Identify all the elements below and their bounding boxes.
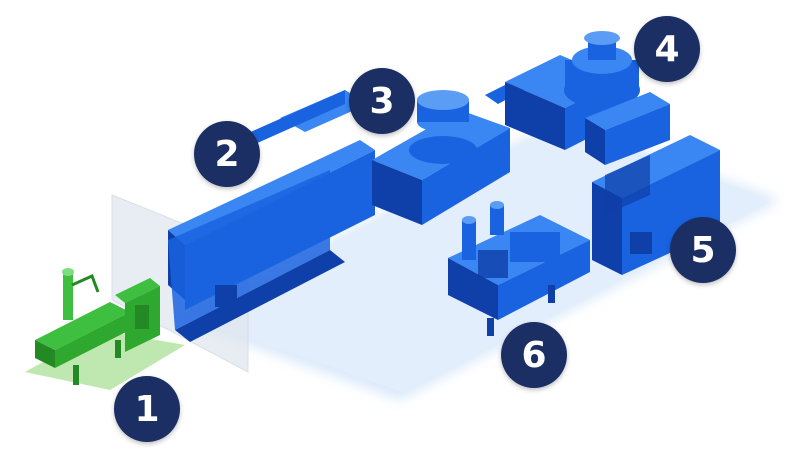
station-6-machine (448, 201, 590, 336)
station-badge-6: 6 (501, 322, 567, 388)
station-5-machine (592, 135, 720, 275)
station-badge-2: 2 (194, 121, 260, 187)
station-1-machine (35, 268, 160, 385)
station-badge-5: 5 (670, 217, 736, 283)
station-2-machine (168, 90, 375, 342)
station-badge-4: 4 (634, 16, 700, 82)
station-3-machine (372, 80, 528, 225)
station-4-machine (505, 31, 670, 165)
station-badge-3: 3 (349, 68, 415, 134)
station-badge-1: 1 (114, 376, 180, 442)
floor-plate-station-1 (25, 330, 185, 390)
